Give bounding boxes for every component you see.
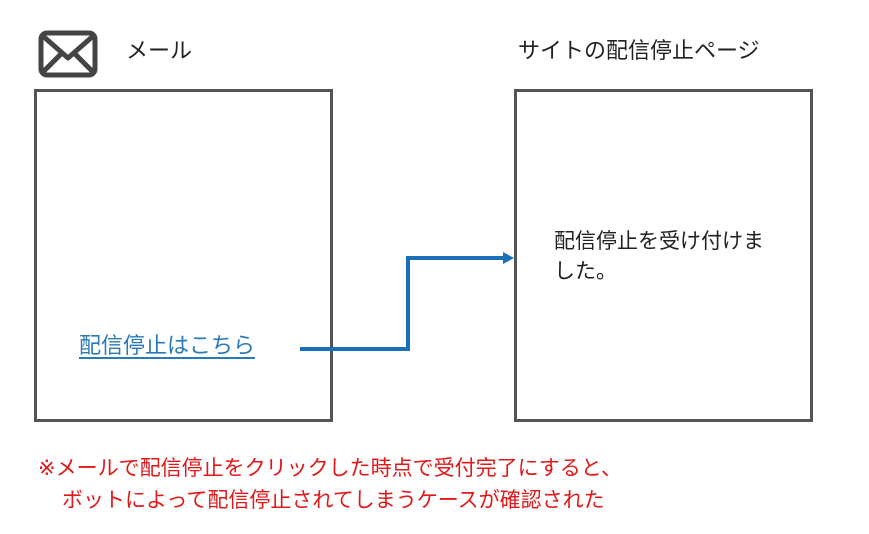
note-line-2: ボットによって配信停止されてしまうケースが確認された <box>62 488 605 512</box>
unsubscribe-link[interactable]: 配信停止はこちら <box>79 334 256 359</box>
site-page-box <box>514 89 813 422</box>
email-box <box>34 89 333 422</box>
mail-icon <box>38 30 98 78</box>
site-page-label: サイトの配信停止ページ <box>518 39 760 64</box>
confirmation-message: 配信停止を受け付けました。 <box>554 229 764 283</box>
email-label: メール <box>126 39 193 64</box>
note-line-1: ※メールで配信停止をクリックした時点で受付完了にすると、 <box>38 456 622 480</box>
